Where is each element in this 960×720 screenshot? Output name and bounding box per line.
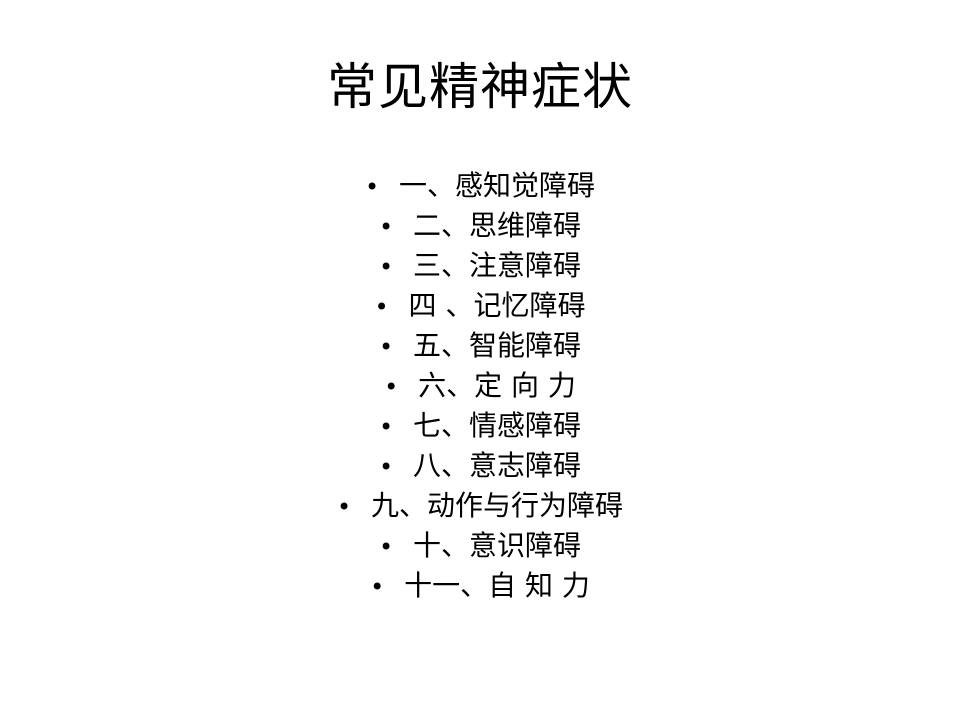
list-item-label: 十一、自 知 力	[404, 569, 590, 602]
list-item-label: 十、意识障碍	[412, 529, 581, 562]
bullet-icon: •	[384, 373, 399, 401]
bullet-icon: •	[374, 293, 389, 321]
list-item-label: 二、思维障碍	[412, 209, 581, 242]
list-item-label: 五、智能障碍	[412, 329, 581, 362]
list-item-label: 九、动作与行为障碍	[370, 489, 623, 522]
bullet-icon: •	[378, 253, 394, 281]
list-item: • 十一、自 知 力	[0, 566, 960, 606]
list-item-label: 七、情感障碍	[412, 409, 581, 442]
list-item: • 九、动作与行为障碍	[0, 486, 960, 526]
symptom-list: •一、感知觉障碍 •二、思维障碍 •三、注意障碍 •四 、记忆障碍 •五、智能障…	[0, 166, 960, 606]
list-item: • 八、意志障碍	[0, 446, 960, 486]
bullet-icon: •	[370, 573, 385, 601]
list-item: • 六、定 向 力	[0, 366, 960, 406]
list-item: • 一、感知觉障碍	[0, 166, 960, 206]
list-item-label: 八、意志障碍	[412, 449, 581, 482]
list-item-label: 六、定 向 力	[418, 369, 576, 402]
bullet-icon: •	[378, 413, 394, 441]
bullet-icon: •	[378, 533, 394, 561]
list-item: • 十、意识障碍	[0, 526, 960, 566]
bullet-icon: •	[364, 173, 380, 201]
list-item-label: 三、注意障碍	[412, 249, 581, 282]
slide-title: 常见精神症状	[327, 58, 633, 116]
list-item-label: 一、感知觉障碍	[398, 169, 595, 202]
list-item: • 五、智能障碍	[0, 326, 960, 366]
list-item: • 七、情感障碍	[0, 406, 960, 446]
list-item: • 二、思维障碍	[0, 206, 960, 246]
bullet-icon: •	[378, 333, 394, 361]
bullet-icon: •	[378, 453, 394, 481]
list-item: • 三、注意障碍	[0, 246, 960, 286]
list-item-label: 四 、记忆障碍	[408, 289, 586, 322]
bullet-icon: •	[336, 493, 352, 521]
list-item: • 四 、记忆障碍	[0, 286, 960, 326]
bullet-icon: •	[378, 213, 394, 241]
